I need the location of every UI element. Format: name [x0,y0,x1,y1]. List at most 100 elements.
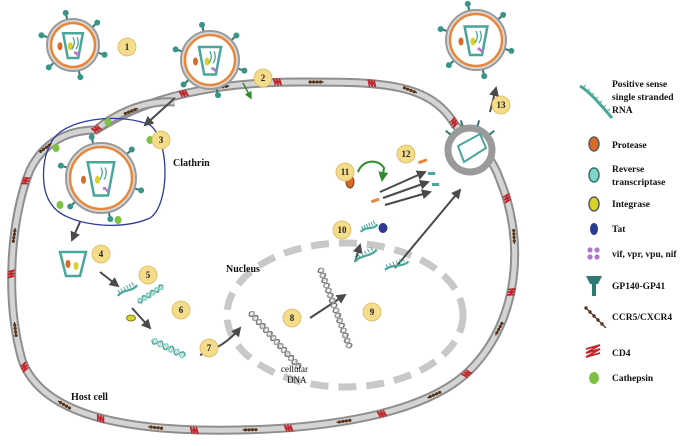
cd4-receptor [189,426,199,435]
coreceptor [512,228,516,244]
arrow-uncoating-to-rt [99,271,120,288]
arrow-rt-to-dna [131,307,152,330]
uncoating-capsid [58,250,88,278]
step-number: 10 [338,225,348,235]
legend-item-accessory: vif, vpr, vpu, nif [587,247,677,260]
legend-protease: Protease [612,141,647,151]
cd4-receptor [506,288,516,296]
legend-item-coreceptor: CCR5/CXCR4 [584,306,672,329]
arrow-translation-1 [379,170,427,193]
step-badge-11: 11 [335,162,355,182]
cathepsin-dot [114,216,122,224]
protease-legend-icon [588,136,600,152]
accessory-proteins-legend-icon [587,247,600,260]
clathrin-label: Clathrin [173,158,210,169]
cathepsin-dot [52,144,60,152]
coreceptor [123,107,139,115]
legend-cathepsin: Cathepsin [612,374,654,384]
cellular-dna-helix [248,310,302,370]
coreceptor [336,418,352,424]
step-badge-10: 10 [332,220,352,240]
legend-item-gp: GP140-GP41 [586,276,666,296]
fragment-orange-2 [370,197,380,204]
cd4-receptor [367,79,377,88]
arrow-endosome-to-uncoating [70,221,81,242]
legend-gp: GP140-GP41 [612,282,666,292]
protein-fragments [126,158,439,322]
step-number: 9 [370,307,375,317]
cathepsin-dot [104,118,112,126]
coreceptor [39,142,52,153]
step-badge-13: 13 [491,95,511,115]
step-badge-1: 1 [117,37,137,57]
legend-item-tat: Tat [590,223,626,235]
step-number: 13 [497,100,507,110]
step-badge-3: 3 [151,130,171,150]
fragment-teal-1 [428,172,435,175]
arrow-budding-to-release [489,86,499,113]
arrow-translation-2 [382,179,430,199]
legend-rt-line2: transcriptase [612,178,665,188]
cd4-receptor [7,269,16,279]
cd4-legend-icon [585,344,601,358]
cellular-dna-label-line1: cellular [281,364,308,374]
fragment-teal-2 [432,183,439,186]
cd4-receptor [272,77,283,86]
viral-dna-circle [151,337,186,359]
host-cell-membrane [7,77,520,435]
step-badge-8: 8 [282,308,302,328]
step-number: 1 [125,42,130,52]
integrated-dna-helix [317,267,353,349]
cathepsin-legend-icon [589,372,599,384]
coreceptor [242,428,258,432]
coreceptor [11,227,17,243]
arrow-translation-3 [384,189,432,206]
free-virion [38,9,108,81]
legend-item-integrase: Integrase [588,196,650,212]
cd4-receptor [449,116,459,129]
host-cell-label: Host cell [71,392,108,403]
legend-cd4: CD4 [612,349,631,359]
step-number: 6 [179,305,184,315]
coreceptor [148,425,164,430]
step-number: 12 [402,149,412,159]
cd4-receptor [90,124,103,134]
legend-coreceptor: CCR5/CXCR4 [612,313,672,323]
legend-item-reverse-transcriptase: Reverse transcriptase [588,165,665,188]
step-badge-6: 6 [171,300,191,320]
reverse-transcriptase-legend-icon [588,167,600,183]
step-badge-9: 9 [362,302,382,322]
coreceptor [494,321,504,336]
cd4-receptor [283,424,294,433]
legend-item-rna: Positive sense single stranded RNA [579,80,674,119]
rna-icon [579,84,614,119]
step-badge-5: 5 [138,265,158,285]
cd4-receptor [19,361,29,373]
step-number: 5 [146,270,151,280]
legend-rna-line1: Positive sense [612,80,667,90]
step-number: 7 [207,343,212,353]
legend-rna-line3: RNA [612,106,633,116]
legend-item-cathepsin: Cathepsin [589,372,654,384]
fragment-orange-1 [417,158,428,165]
legend-tat: Tat [612,225,626,235]
coreceptor [57,400,72,410]
rna-strand-uncoating [117,282,139,297]
legend-rna-line2: single stranded [612,93,674,103]
arrow-protease-cleavage [357,160,389,182]
coreceptor [427,390,442,399]
dna-strands [117,220,410,370]
tat-icon [378,223,388,233]
step-number: 3 [159,135,164,145]
budding-virion [444,120,496,176]
coreceptor [402,86,418,94]
cd4-receptor [178,89,190,98]
tat-legend-icon [590,223,598,235]
step-badge-7: 7 [199,338,219,358]
virions [38,0,515,278]
reverse-transcribed-dna [137,284,164,304]
legend: Positive sense single stranded RNA Prote… [579,80,677,384]
legend-item-cd4: CD4 [585,344,631,359]
